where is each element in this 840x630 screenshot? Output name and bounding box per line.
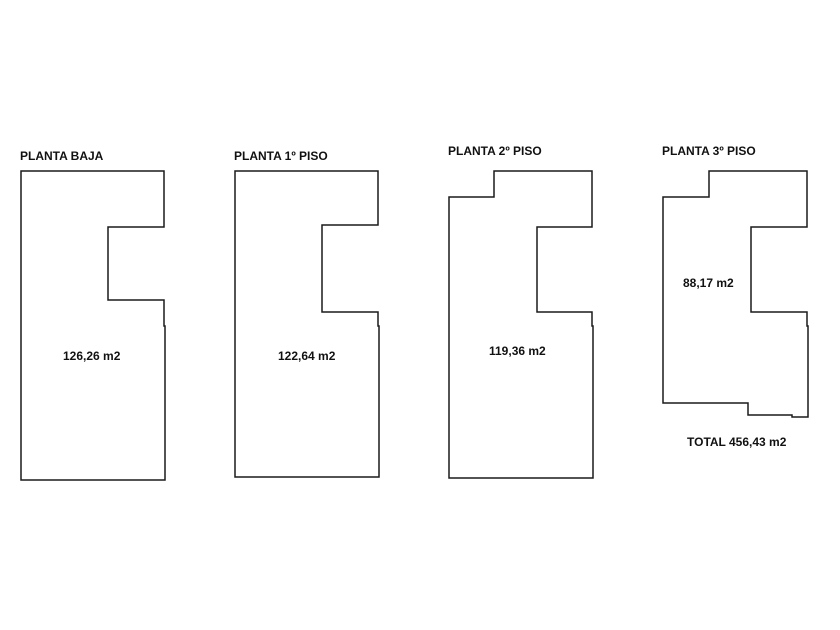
plan-title-planta-baja: PLANTA BAJA [20, 149, 104, 163]
plan-title-planta-2-piso: PLANTA 2º PISO [448, 144, 542, 158]
plan-outline-planta-3-piso [662, 170, 809, 418]
plan-outline-planta-1-piso [234, 170, 380, 478]
plan-area-planta-3-piso: 88,17 m2 [683, 276, 734, 290]
plan-outline-planta-2-piso [448, 170, 594, 479]
plan-area-planta-2-piso: 119,36 m2 [489, 344, 546, 358]
plan-area-planta-1-piso: 122,64 m2 [278, 349, 336, 363]
plan-title-planta-1-piso: PLANTA 1º PISO [234, 149, 328, 163]
plan-area-planta-baja: 126,26 m2 [63, 349, 121, 363]
plan-title-planta-3-piso: PLANTA 3º PISO [662, 144, 756, 158]
total-area: TOTAL 456,43 m2 [687, 435, 787, 449]
plan-outline-planta-baja [20, 170, 166, 481]
